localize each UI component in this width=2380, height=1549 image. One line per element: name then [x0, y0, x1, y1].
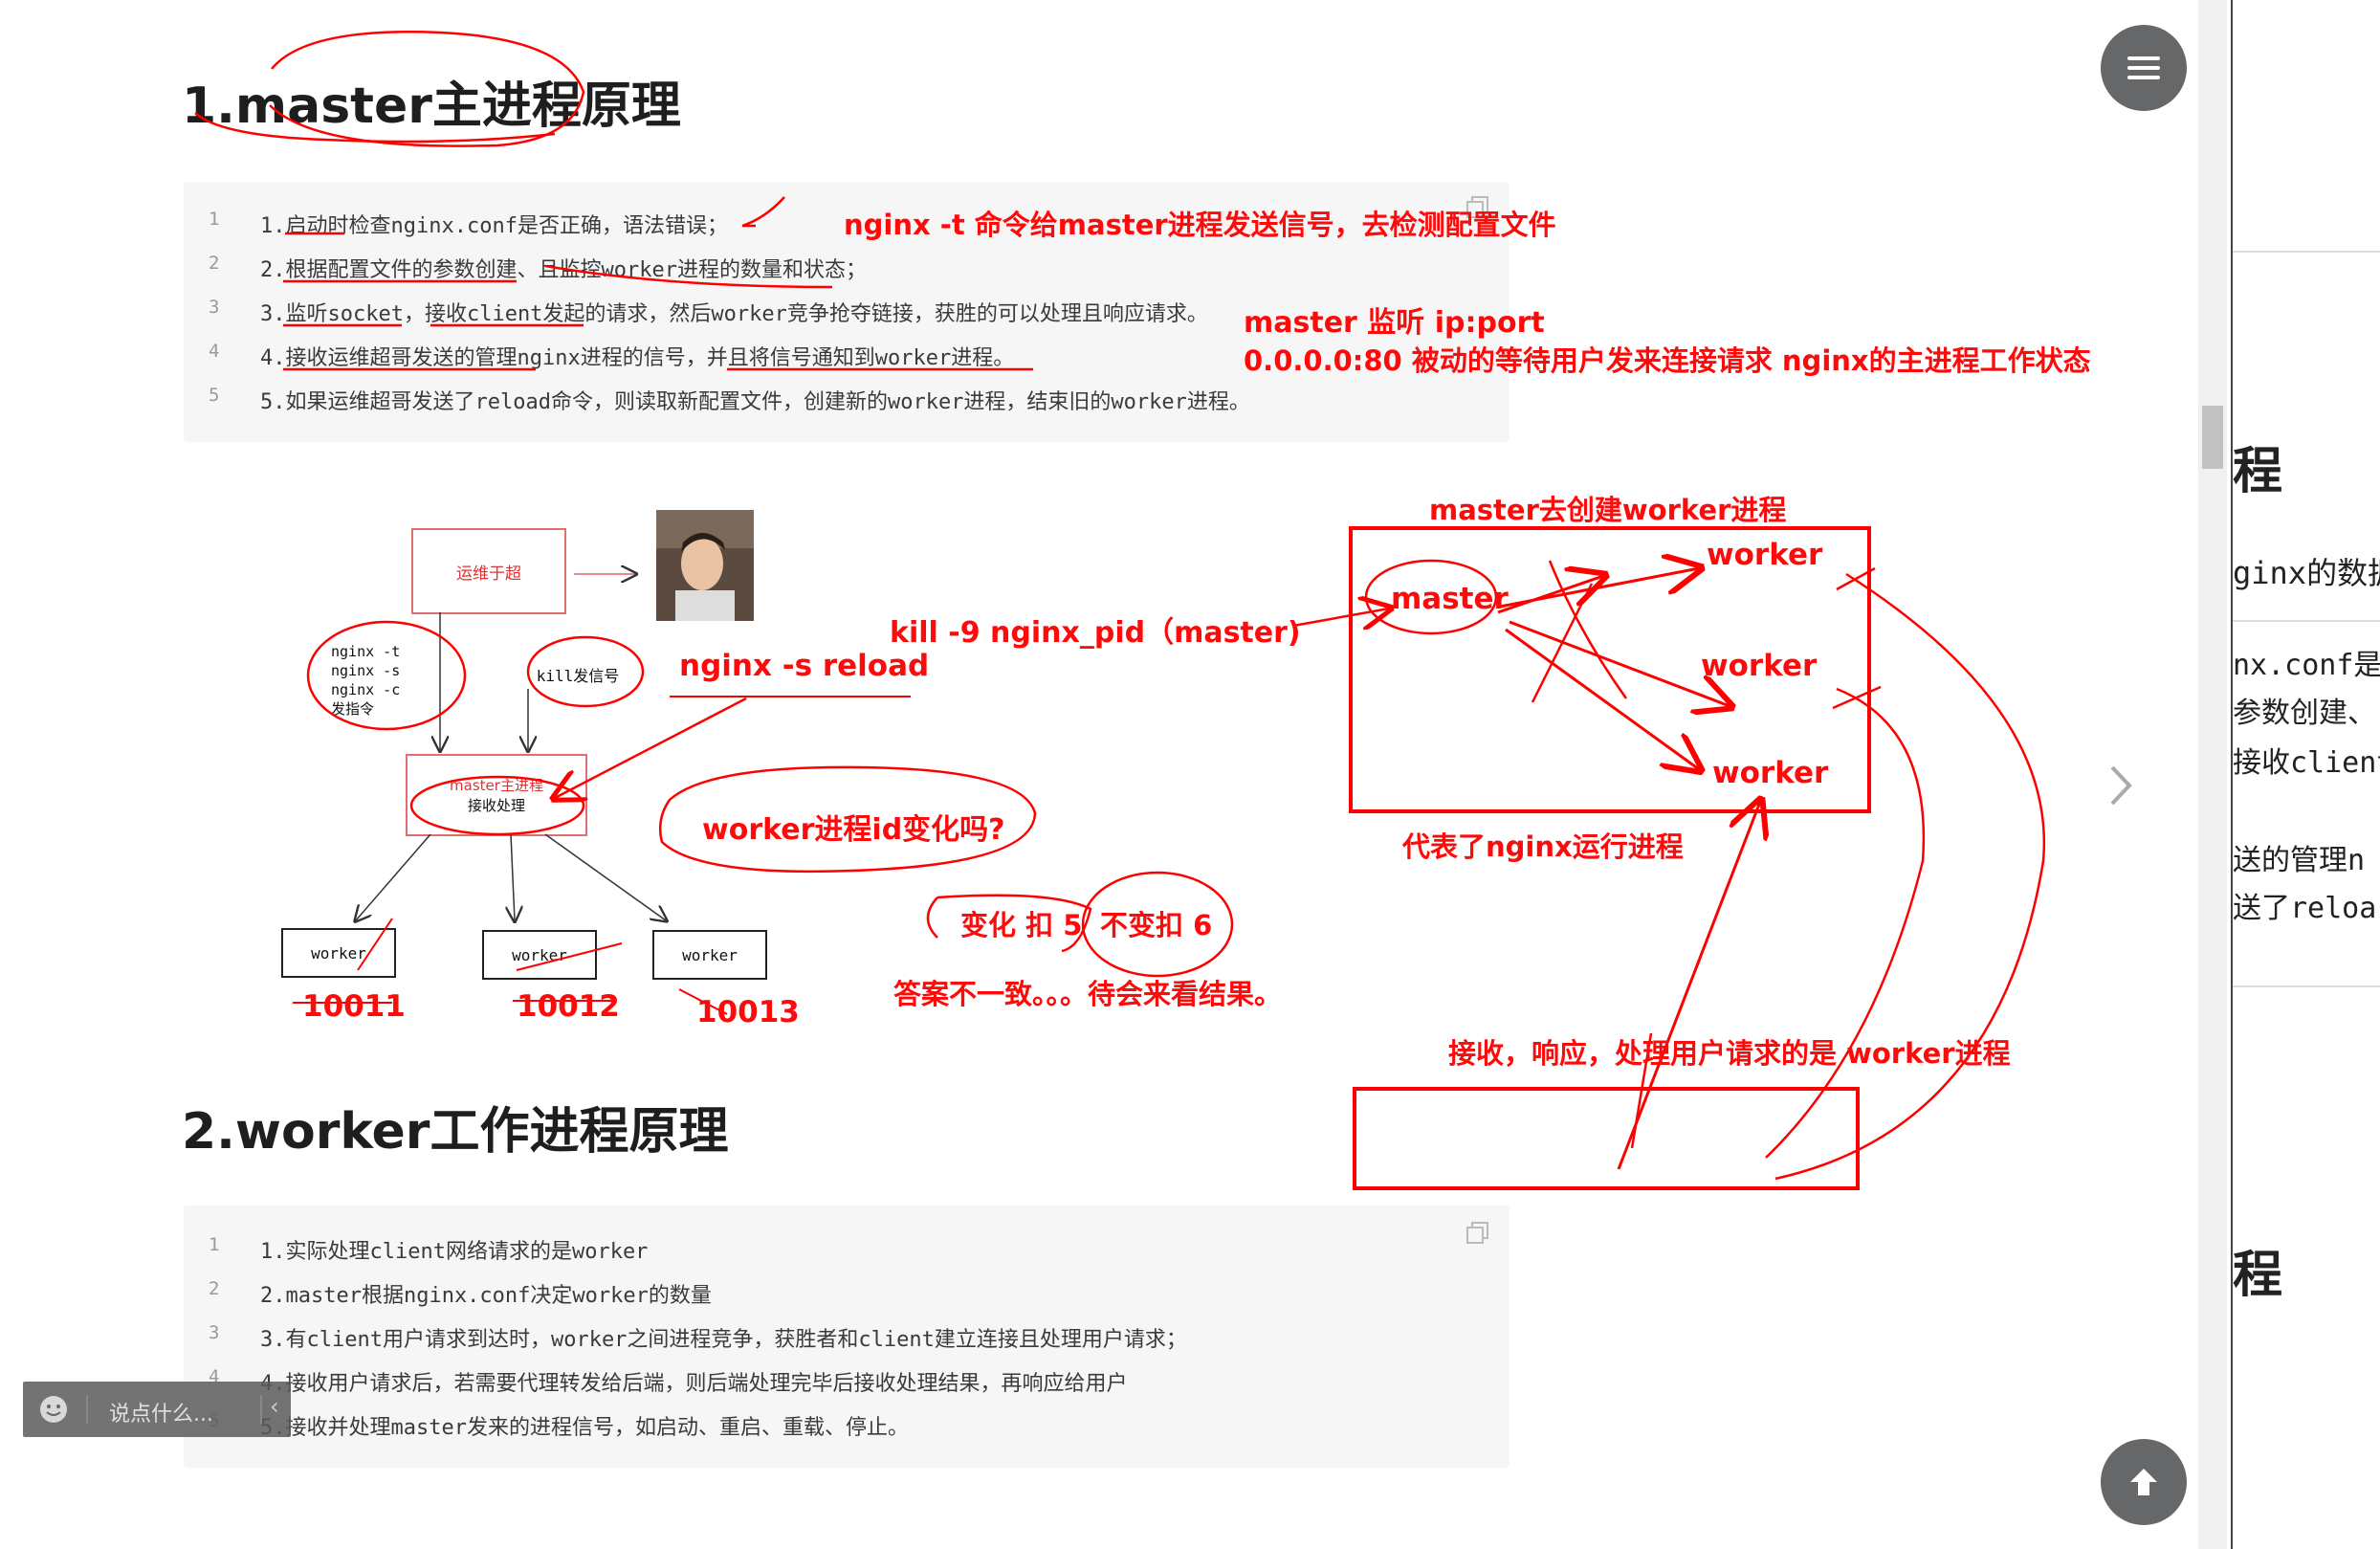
- chevron-left-icon[interactable]: ‹: [270, 1393, 279, 1420]
- annotation-handles: 接收，响应，处理用户请求的是 worker进程: [1448, 1037, 2011, 1070]
- annotation-worker-2: worker: [1701, 649, 1818, 683]
- scrollbar-track[interactable]: [2198, 0, 2227, 1549]
- panel-text: 送的管理n: [2233, 844, 2366, 877]
- avatar-photo: [656, 510, 754, 621]
- smiley-icon[interactable]: [38, 1394, 69, 1425]
- annotation-kill-cmd: kill -9 nginx_pid（master): [890, 616, 1301, 650]
- comment-input[interactable]: 说点什么...: [109, 1403, 213, 1427]
- menu-icon: [2127, 56, 2160, 79]
- worker-box: worker: [652, 930, 767, 980]
- worker-box: worker: [281, 928, 396, 978]
- annotation-listen-2: 0.0.0.0:80 被动的等待用户发来连接请求 nginx的主进程工作状态: [1244, 344, 2091, 377]
- kill-box: kill发信号: [530, 656, 626, 693]
- annotation-change: 变化 扣 5: [960, 909, 1083, 941]
- annotation-worker-3: worker: [1712, 756, 1829, 790]
- annotation-master-word: master: [1391, 582, 1509, 616]
- annotation-pid-1: 10011: [302, 989, 406, 1024]
- annotation-no-change: 不变扣 6: [1100, 909, 1213, 941]
- annotation-answer: 答案不一致。。。待会来看结果。: [893, 978, 1283, 1010]
- annotation-pid-question: worker进程id变化吗?: [702, 813, 1005, 847]
- back-to-top-button[interactable]: [2101, 1439, 2187, 1525]
- ops-person-box: 运维于超: [411, 528, 566, 614]
- copy-icon[interactable]: [1465, 195, 1490, 220]
- comment-bar[interactable]: 说点什么... ‹: [23, 1382, 291, 1437]
- annotation-t-cmd: nginx -t 命令给master进程发送信号，去检测配置文件: [844, 209, 1556, 241]
- annotation-reload: nginx -s reload: [679, 649, 930, 683]
- arrow-up-icon: [2130, 1469, 2157, 1495]
- menu-button[interactable]: [2101, 25, 2187, 111]
- panel-text: ginx的数据: [2233, 555, 2380, 591]
- annotation-pid-3: 10013: [696, 995, 800, 1029]
- copy-icon[interactable]: [1465, 1221, 1490, 1246]
- chevron-right-icon[interactable]: [2105, 762, 2137, 809]
- annotation-pid-2: 10012: [517, 989, 620, 1024]
- diagram-arrows: [194, 31, 2046, 1190]
- section1-heading: 1.master主进程原理: [182, 77, 681, 135]
- right-panel: 程 ginx的数据 nx.conf是 参数创建、 接收client 送的管理n …: [2231, 0, 2380, 1549]
- panel-text: 送了reloa: [2233, 892, 2377, 925]
- annotation-worker-1: worker: [1707, 538, 1823, 572]
- panel-heading: 程: [2233, 1247, 2283, 1304]
- section2-heading: 2.worker工作进程原理: [182, 1103, 729, 1161]
- panel-text: 参数创建、: [2233, 697, 2376, 730]
- panel-heading: 程: [2233, 443, 2283, 500]
- panel-text: nx.conf是: [2233, 649, 2380, 682]
- scrollbar-thumb[interactable]: [2202, 406, 2223, 469]
- panel-text: 接收client: [2233, 746, 2380, 780]
- annotation-represents: 代表了nginx运行进程: [1402, 830, 1684, 863]
- annotation-listen-1: master 监听 ip:port: [1244, 306, 1545, 340]
- annotation-create-worker: master去创建worker进程: [1429, 494, 1787, 526]
